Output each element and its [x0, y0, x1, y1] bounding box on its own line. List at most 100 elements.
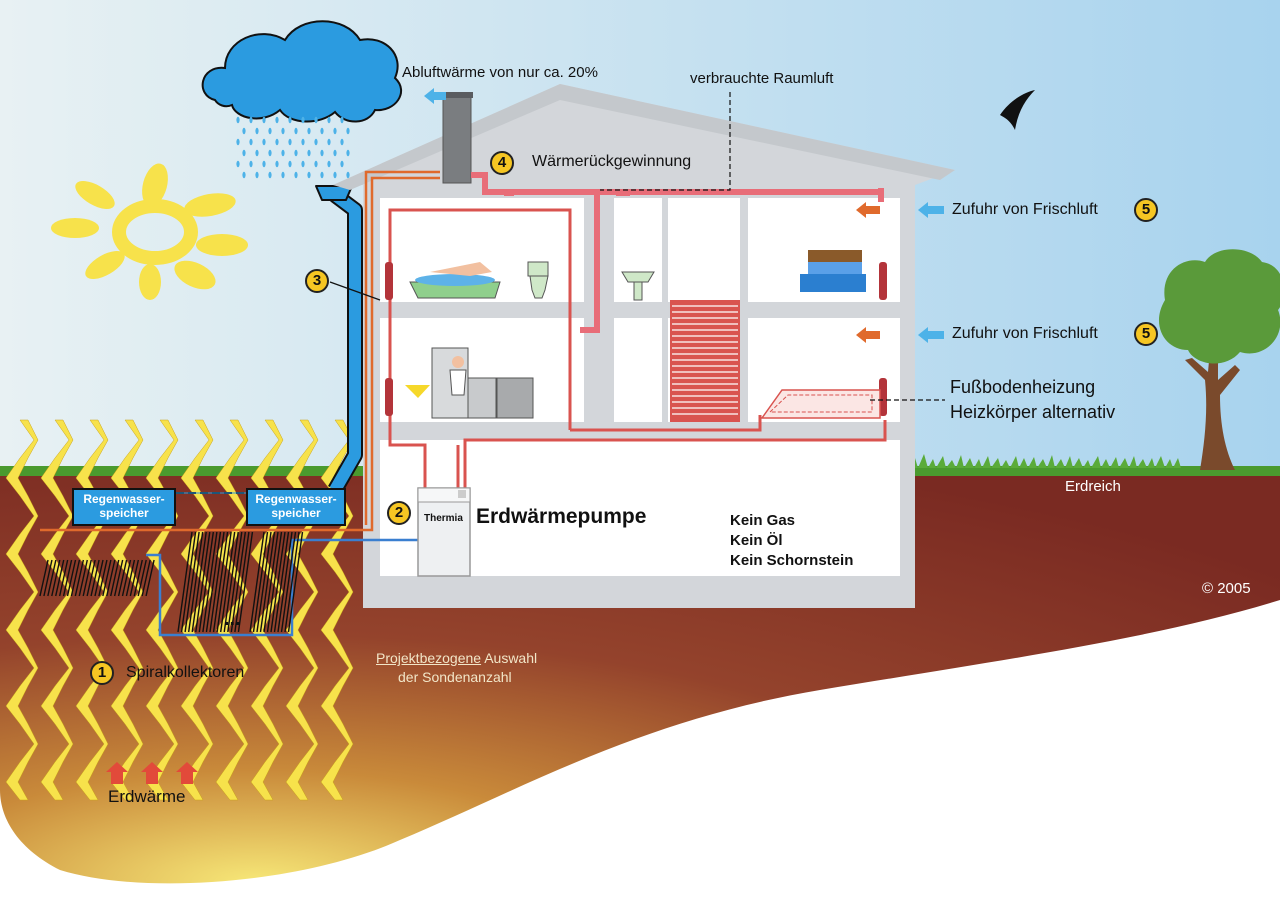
raindrop: [301, 160, 305, 168]
raindrop: [327, 116, 331, 124]
heat-pump-unit: [417, 487, 471, 577]
badge-3: 3: [305, 269, 329, 293]
bird-icon: [1000, 90, 1035, 130]
raindrop: [327, 138, 331, 146]
badge-4: 4: [490, 151, 514, 175]
leader-lines: [329, 92, 945, 401]
rainwater-tank-left: Regenwasser- speicher: [72, 488, 176, 526]
copyright: © 2005: [1202, 580, 1251, 597]
project-note-underlined: Projektbezogene: [376, 650, 482, 666]
raindrop: [288, 116, 292, 124]
raindrop: [320, 171, 324, 179]
raindrop: [301, 116, 305, 124]
raindrop: [281, 149, 285, 157]
floor-heating-icon: [760, 389, 881, 419]
project-note-line2: der Sondenanzahl: [398, 669, 512, 685]
raindrop: [262, 116, 266, 124]
no-oil-label: Kein Öl: [730, 532, 783, 549]
spiral-collectors-label: Spiralkollektoren: [126, 664, 245, 681]
project-note-line1: Projektbezogene Auswahl: [376, 650, 537, 666]
bed-icon: [800, 250, 866, 292]
fresh-air-label-bottom: Zufuhr von Frischluft: [952, 325, 1098, 342]
fresh-air-label-top: Zufuhr von Frischluft: [952, 201, 1098, 218]
raindrop: [268, 127, 272, 135]
raindrop: [320, 149, 324, 157]
downpipe: [315, 185, 363, 494]
probe: [320, 419, 354, 801]
raindrop: [242, 127, 246, 135]
raindrop: [314, 138, 318, 146]
ellipsis: ...: [224, 608, 241, 630]
raindrop: [268, 149, 272, 157]
raindrop: [307, 171, 311, 179]
bathtub-icon: [409, 262, 501, 299]
probe: [5, 419, 39, 801]
raindrop: [288, 160, 292, 168]
exhaust-label: Abluftwärme von nur ca. 20%: [402, 64, 598, 81]
raindrop: [346, 127, 350, 135]
raindrop: [307, 149, 311, 157]
floor-heating-label: Fußbodenheizung: [950, 377, 1096, 397]
staircase: [670, 300, 740, 422]
spiral-collectors: [39, 531, 304, 633]
probe: [110, 419, 144, 801]
raindrop: [333, 127, 337, 135]
raindrop: [255, 149, 259, 157]
probe: [40, 419, 74, 801]
raindrop: [275, 138, 279, 146]
heat-pump-label: Erdwärmepumpe: [476, 505, 647, 528]
no-chimney-label: Kein Schornstein: [730, 552, 854, 569]
raindrop: [294, 127, 298, 135]
raindrop: [268, 171, 272, 179]
soil: [0, 472, 1280, 884]
no-gas-label: Kein Gas: [730, 512, 796, 529]
raindrop: [346, 149, 350, 157]
raindrop: [314, 160, 318, 168]
badge-5-bottom: 5: [1134, 322, 1158, 346]
probe: [215, 419, 249, 801]
pump-brand: Thermia: [424, 513, 463, 524]
chimney: [442, 94, 472, 184]
stale-air-label: verbrauchte Raumluft: [690, 70, 834, 87]
raindrop: [255, 127, 259, 135]
kitchen-icon: [405, 347, 534, 419]
raindrop: [281, 171, 285, 179]
raindrop: [327, 160, 331, 168]
raindrop: [346, 171, 350, 179]
probe: [145, 419, 179, 801]
raindrop: [320, 127, 324, 135]
badge-2: 2: [387, 501, 411, 525]
raindrop: [333, 149, 337, 157]
raindrop: [236, 138, 240, 146]
raindrop: [281, 127, 285, 135]
raindrop: [242, 149, 246, 157]
raindrop: [307, 127, 311, 135]
raindrop: [262, 160, 266, 168]
raindrop: [275, 116, 279, 124]
badge-1: 1: [90, 661, 114, 685]
arrow-icon: [106, 88, 944, 784]
radiator-alt-label: Heizkörper alternativ: [950, 402, 1116, 422]
raindrop: [249, 138, 253, 146]
rainwater-tank-right: Regenwasser- speicher: [246, 488, 346, 526]
raindrop: [340, 116, 344, 124]
raindrop: [333, 171, 337, 179]
raindrop: [288, 138, 292, 146]
raindrop: [294, 149, 298, 157]
raindrop: [242, 171, 246, 179]
badge-5-top: 5: [1134, 198, 1158, 222]
raindrop: [249, 160, 253, 168]
raindrop: [314, 116, 318, 124]
raindrop: [275, 160, 279, 168]
brine-pipes: [40, 170, 440, 637]
geothermal-label: Erdwärme: [108, 787, 186, 806]
heat-recovery-label: Wärmerückgewinnung: [532, 153, 692, 170]
project-note-rest: Auswahl: [481, 650, 538, 666]
raindrop: [262, 138, 266, 146]
raindrop: [294, 171, 298, 179]
raindrop: [236, 160, 240, 168]
raindrop: [301, 138, 305, 146]
raindrop: [340, 160, 344, 168]
